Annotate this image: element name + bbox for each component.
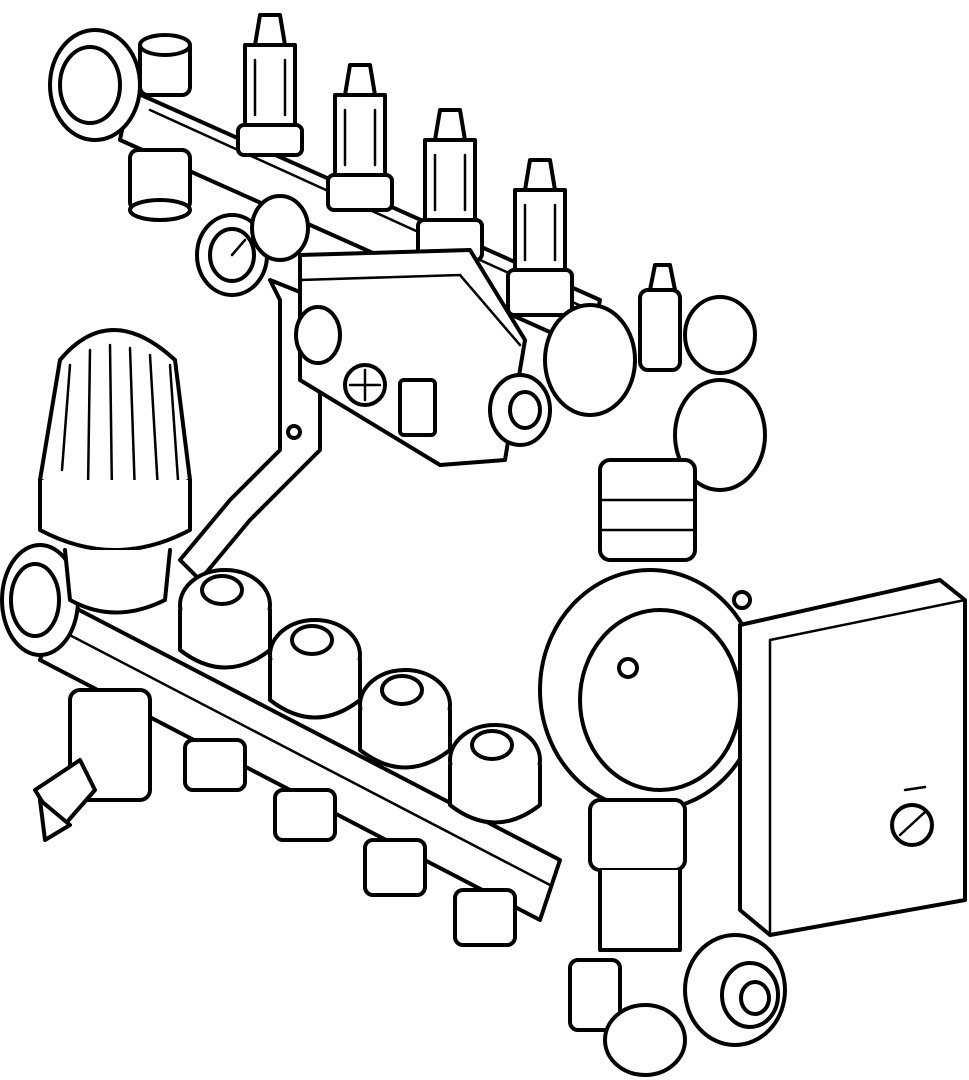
- bypass-fitting: [488, 373, 552, 447]
- bottom-right-valve-assembly: [568, 798, 787, 1077]
- bottom-end-cap: [0, 543, 80, 657]
- right-valve-assembly: [543, 263, 767, 562]
- return-valve-cap-3: [358, 668, 452, 897]
- top-air-vent: [138, 33, 192, 97]
- circulation-pump: [538, 568, 762, 812]
- drain-valve: [33, 688, 152, 842]
- mixing-valve-body: [294, 248, 527, 467]
- pressure-gauge: [195, 194, 310, 297]
- flow-meter-2: [326, 63, 394, 212]
- thermostatic-head: [38, 328, 192, 615]
- pump-control-box: [738, 578, 967, 937]
- return-valve-cap-4: [448, 723, 542, 947]
- return-valve-cap-2: [268, 618, 362, 842]
- top-end-cap: [48, 28, 142, 142]
- return-valve-cap-1: [178, 568, 272, 792]
- flow-meter-3: [416, 108, 484, 262]
- flow-meter-1: [236, 13, 304, 157]
- flow-meter-4: [506, 158, 574, 317]
- top-drain-outlet: [128, 148, 192, 222]
